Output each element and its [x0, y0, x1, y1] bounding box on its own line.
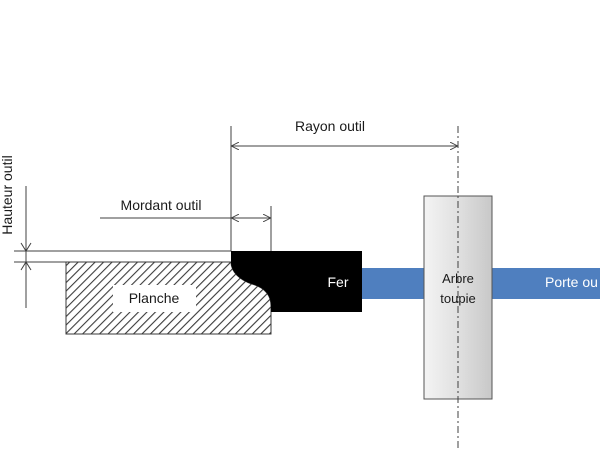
porte-outil-label: Porte ou: [545, 274, 598, 290]
hauteur-arrow-top: [20, 242, 32, 252]
planche-label: Planche: [129, 290, 180, 306]
hauteur-outil-label: Hauteur outil: [0, 155, 15, 234]
rayon-outil-label: Rayon outil: [295, 118, 365, 134]
mordant-outil-label: Mordant outil: [121, 197, 202, 213]
arbre-label-line2: toupie: [440, 291, 475, 306]
hauteur-arrow-bottom: [20, 261, 32, 271]
planche-label-box: [113, 285, 196, 312]
fer-cutter: [231, 251, 362, 312]
fer-label: Fer: [328, 274, 349, 290]
